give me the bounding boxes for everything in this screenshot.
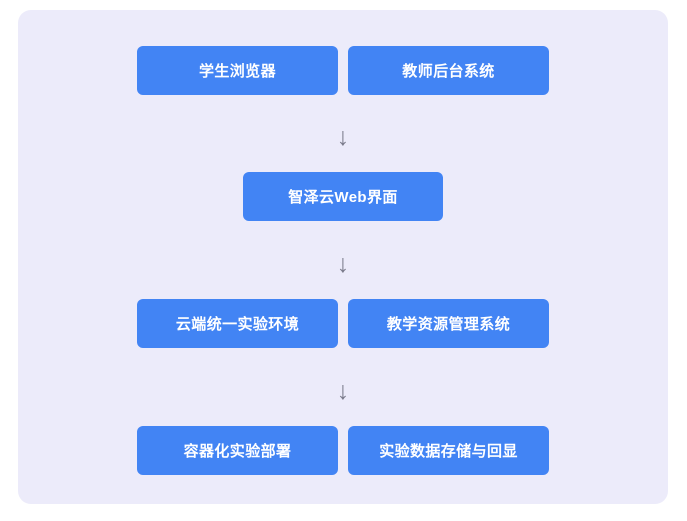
node-cloud-unified-lab-environment[interactable]: 云端统一实验环境	[137, 299, 338, 348]
arrow-down-icon-2: ↓	[336, 249, 350, 278]
node-student-browser[interactable]: 学生浏览器	[137, 46, 338, 95]
flowchart-row-3: 云端统一实验环境 教学资源管理系统	[137, 299, 549, 348]
arrow-down-icon-3: ↓	[336, 376, 350, 405]
flowchart-row-2: 智泽云Web界面	[243, 172, 443, 221]
node-teaching-resource-management-system[interactable]: 教学资源管理系统	[348, 299, 549, 348]
arrow-down-icon-1: ↓	[336, 122, 350, 151]
flowchart-panel: 学生浏览器 教师后台系统 ↓ 智泽云Web界面 ↓ 云端统一实验环境 教学资源管…	[18, 10, 668, 504]
flowchart-row-1: 学生浏览器 教师后台系统	[137, 46, 549, 95]
node-lab-data-storage-and-replay[interactable]: 实验数据存储与回显	[348, 426, 549, 475]
node-containerized-lab-deployment[interactable]: 容器化实验部署	[137, 426, 338, 475]
node-zhizeyun-web-interface[interactable]: 智泽云Web界面	[243, 172, 443, 221]
node-teacher-backend-system[interactable]: 教师后台系统	[348, 46, 549, 95]
flowchart-row-4: 容器化实验部署 实验数据存储与回显	[137, 426, 549, 475]
